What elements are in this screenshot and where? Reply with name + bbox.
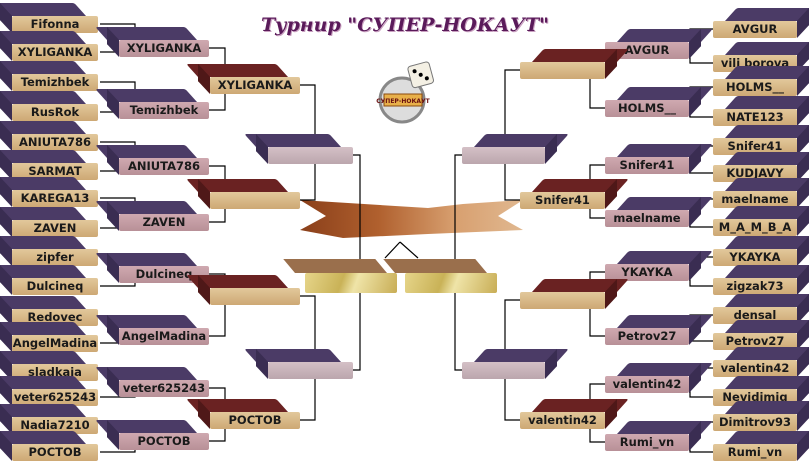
right-round1-player-slot[interactable]: Rumi_vn [713, 444, 797, 461]
right-round2-player-slot[interactable]: maelname [605, 210, 689, 227]
left-round2-player-slot[interactable]: ANIUTA786 [119, 158, 209, 175]
right-round1-player-slot[interactable]: AVGUR [713, 21, 797, 38]
left-round2-player-slot[interactable]: AngelMadina [119, 328, 209, 345]
left-round4-player-slot[interactable] [268, 147, 353, 164]
tournament-logo: СУПЕР-НОКАУТ [372, 58, 442, 126]
left-round1-player-slot[interactable]: РОСТОВ [12, 444, 98, 461]
left-round1-player-slot[interactable]: Fifonna [12, 16, 98, 33]
left-round2-player-slot[interactable]: veter625243 [119, 380, 209, 397]
final-banner [300, 200, 523, 238]
right-round1-player-slot[interactable]: M_A_M_B_A [713, 219, 797, 236]
left-round1-player-slot[interactable]: SARMAT [12, 163, 98, 180]
left-round1-player-slot[interactable]: AngelMadina [12, 335, 98, 352]
left-round1-player-slot[interactable]: Temizhbek [12, 74, 98, 91]
left-round3-player-slot[interactable]: XYLIGANKA [210, 77, 300, 94]
left-round1-player-slot[interactable]: zipfer [12, 249, 98, 266]
page-title: Турнир "СУПЕР-НОКАУТ" [260, 14, 550, 36]
right-round1-player-slot[interactable]: zigzak73 [713, 278, 797, 295]
left-round1-player-slot[interactable]: Nadia7210 [12, 417, 98, 434]
left-round2-player-slot[interactable]: Dulcineq [119, 266, 209, 283]
left-round1-player-slot[interactable]: RusRok [12, 104, 98, 121]
right-round1-player-slot[interactable]: Dimitrov93 [713, 414, 797, 431]
left-round3-player-slot[interactable]: РОСТОВ [210, 412, 300, 429]
finalist-slot-right[interactable] [405, 273, 497, 293]
left-round1-player-slot[interactable]: veter625243 [12, 389, 98, 406]
right-round2-player-slot[interactable]: Rumi_vn [605, 434, 689, 451]
right-round2-player-slot[interactable]: Snifer41 [605, 157, 689, 174]
right-round1-player-slot[interactable]: valentin42 [713, 360, 797, 377]
left-round2-player-slot[interactable]: ZAVEN [119, 214, 209, 231]
right-round3-player-slot[interactable]: valentin42 [520, 412, 605, 429]
left-round1-player-slot[interactable]: Dulcineq [12, 278, 98, 295]
finalist-slot-left[interactable] [305, 273, 397, 293]
right-round2-player-slot[interactable]: AVGUR [605, 42, 689, 59]
right-round3-player-slot[interactable] [520, 62, 605, 79]
right-round1-player-slot[interactable]: maelname [713, 191, 797, 208]
right-round1-player-slot[interactable]: NATE123 [713, 109, 797, 126]
right-round4-player-slot[interactable] [462, 147, 545, 164]
right-round1-player-slot[interactable]: YKAYKA [713, 249, 797, 266]
right-round2-player-slot[interactable]: valentin42 [605, 376, 689, 393]
svg-text:СУПЕР-НОКАУТ: СУПЕР-НОКАУТ [376, 98, 430, 105]
left-round2-player-slot[interactable]: XYLIGANKA [119, 40, 209, 57]
left-round1-player-slot[interactable]: ZAVEN [12, 220, 98, 237]
left-round2-player-slot[interactable]: РОСТОВ [119, 433, 209, 450]
right-round2-player-slot[interactable]: Petrov27 [605, 328, 689, 345]
left-round1-player-slot[interactable]: ANIUTA786 [12, 134, 98, 151]
right-round3-player-slot[interactable] [520, 292, 605, 309]
left-round3-player-slot[interactable] [210, 288, 300, 305]
left-round2-player-slot[interactable]: Temizhbek [119, 102, 209, 119]
left-round3-player-slot[interactable] [210, 192, 300, 209]
right-round4-player-slot[interactable] [462, 362, 545, 379]
right-round1-player-slot[interactable]: HOLMS__ [713, 79, 797, 96]
left-round1-player-slot[interactable]: XYLIGANKA [12, 44, 98, 61]
right-round1-player-slot[interactable]: Snifer41 [713, 138, 797, 155]
left-round1-player-slot[interactable]: KAREGA13 [12, 190, 98, 207]
left-round4-player-slot[interactable] [268, 362, 353, 379]
right-round2-player-slot[interactable]: HOLMS__ [605, 100, 689, 117]
right-round1-player-slot[interactable]: Petrov27 [713, 333, 797, 350]
right-round3-player-slot[interactable]: Snifer41 [520, 192, 605, 209]
right-round2-player-slot[interactable]: YKAYKA [605, 264, 689, 281]
